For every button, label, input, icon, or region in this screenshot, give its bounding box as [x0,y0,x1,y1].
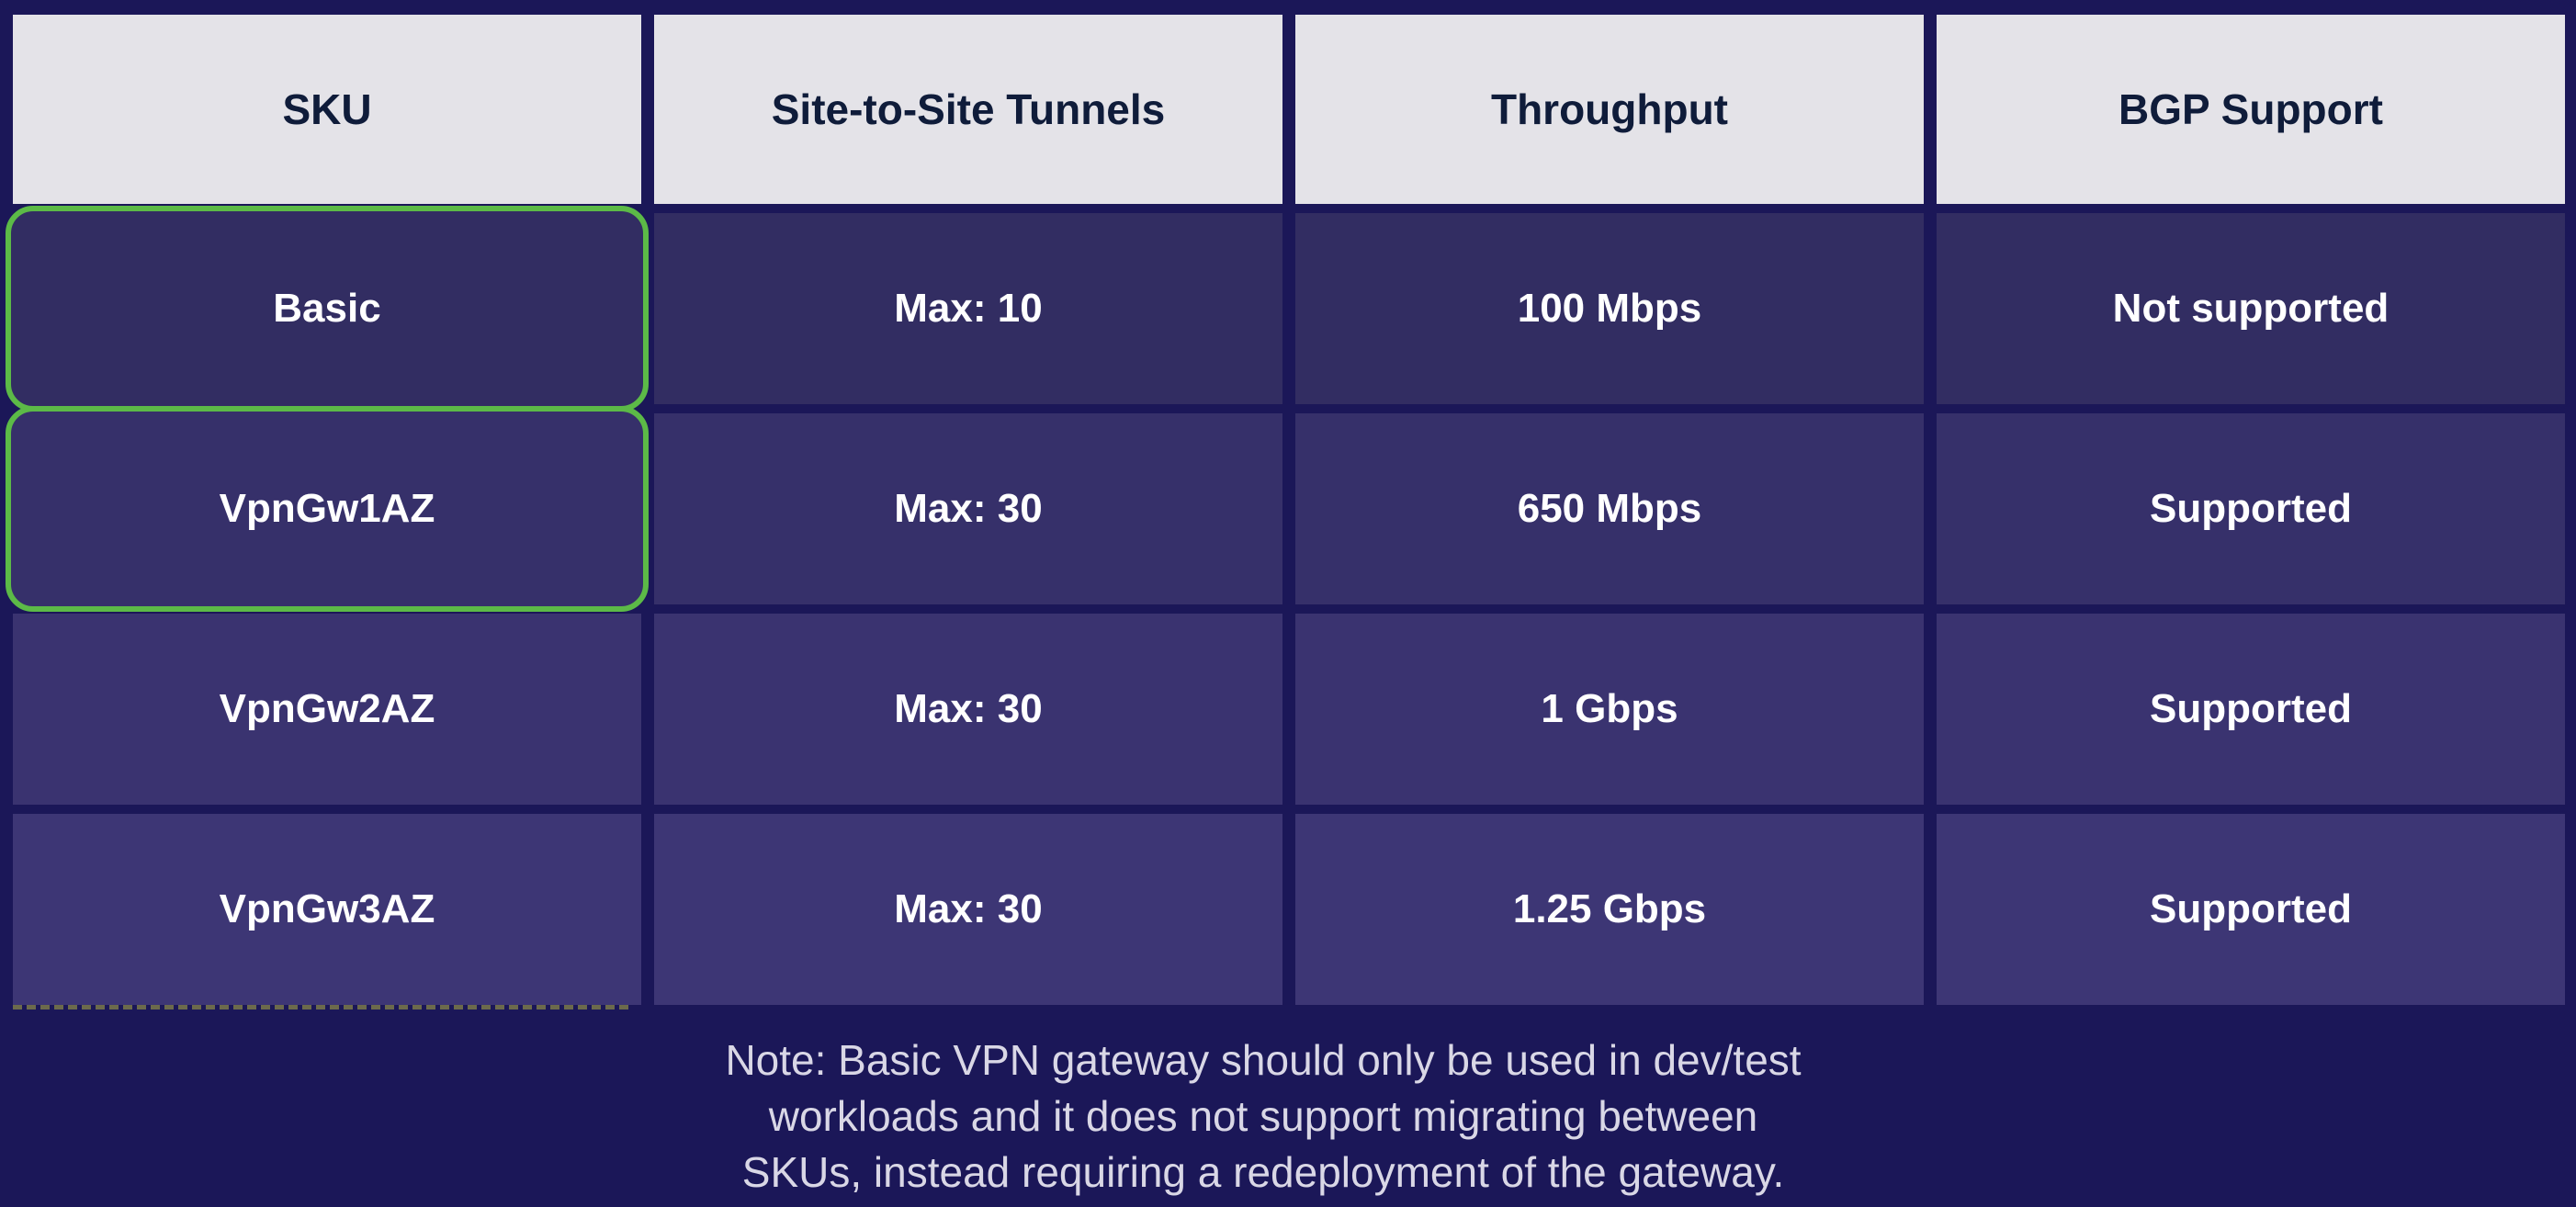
bgp-cell: Supported [1937,814,2565,1005]
bgp-cell: Supported [1937,614,2565,805]
footnote-line: workloads and it does not support migrat… [768,1092,1758,1140]
tunnels-cell: Max: 10 [654,213,1282,404]
throughput-cell: 650 Mbps [1295,413,1924,604]
header-tunnels: Site-to-Site Tunnels [654,15,1282,204]
throughput-cell: 1 Gbps [1295,614,1924,805]
bgp-cell: Not supported [1937,213,2565,404]
footnote: Note: Basic VPN gateway should only be u… [551,1032,1975,1201]
header-sku: SKU [13,15,641,204]
sku-cell-basic: Basic [6,206,649,412]
throughput-cell: 1.25 Gbps [1295,814,1924,1005]
footnote-line: Note: Basic VPN gateway should only be u… [725,1036,1802,1084]
sku-cell-vpngw1az: VpnGw1AZ [6,406,649,612]
header-throughput: Throughput [1295,15,1924,204]
footnote-line: SKUs, instead requiring a redeployment o… [741,1148,1785,1196]
bgp-cell: Supported [1937,413,2565,604]
throughput-cell: 100 Mbps [1295,213,1924,404]
sku-cell-vpngw3az: VpnGw3AZ [13,814,641,1005]
tunnels-cell: Max: 30 [654,614,1282,805]
vpn-sku-table: SKU Site-to-Site Tunnels Throughput BGP … [6,15,2565,1005]
header-bgp: BGP Support [1937,15,2565,204]
dashed-divider [13,1005,628,1010]
tunnels-cell: Max: 30 [654,413,1282,604]
sku-cell-vpngw2az: VpnGw2AZ [13,614,641,805]
tunnels-cell: Max: 30 [654,814,1282,1005]
